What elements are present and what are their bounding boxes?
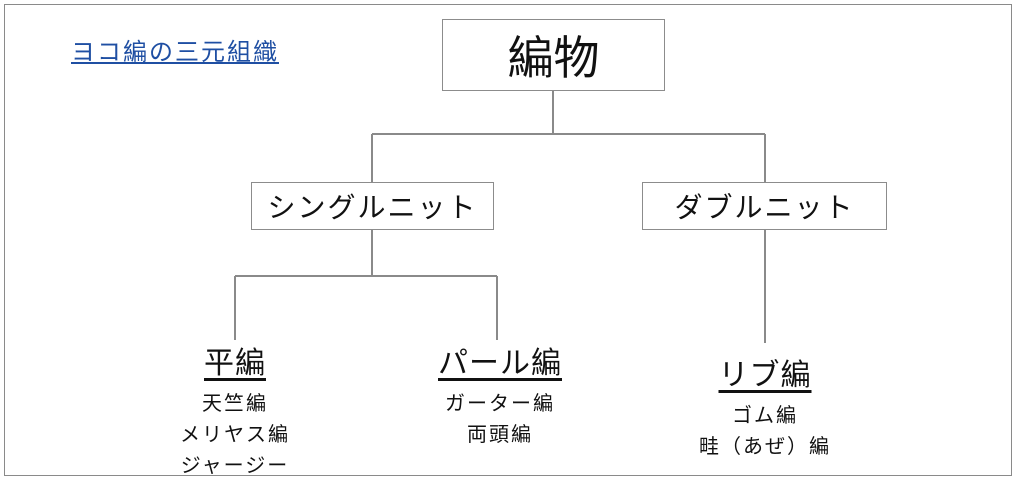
leaf-hira-item: ジャージー (180, 453, 290, 477)
root-node: 編物 (442, 19, 665, 91)
leaf-purl-heading: パール編 (438, 346, 562, 381)
leaf-rib-heading: リブ編 (718, 358, 812, 393)
leaf-rib-item: 畦（あぜ）編 (699, 434, 831, 458)
root-label: 編物 (507, 31, 600, 85)
single-knit-node: シングルニット (251, 182, 494, 230)
leaf-hira-item: メリヤス編 (180, 422, 290, 446)
single-knit-label: シングルニット (267, 191, 478, 224)
leaf-hira-item: 天竺編 (202, 391, 268, 415)
leaf-hira: 平編 天竺編 メリヤス編 ジャージー (150, 338, 320, 481)
leaf-hira-heading: 平編 (204, 346, 266, 381)
leaf-purl: パール編 ガーター編 両頭編 (415, 338, 585, 450)
title-link[interactable]: ヨコ編の三元組織 (71, 38, 279, 66)
double-knit-label: ダブルニット (674, 191, 855, 224)
leaf-rib-item: ゴム編 (732, 403, 798, 427)
leaf-purl-item: 両頭編 (467, 422, 533, 446)
leaf-rib: リブ編 ゴム編 畦（あぜ）編 (680, 350, 850, 462)
leaf-purl-item: ガーター編 (445, 391, 555, 415)
double-knit-node: ダブルニット (642, 182, 887, 230)
